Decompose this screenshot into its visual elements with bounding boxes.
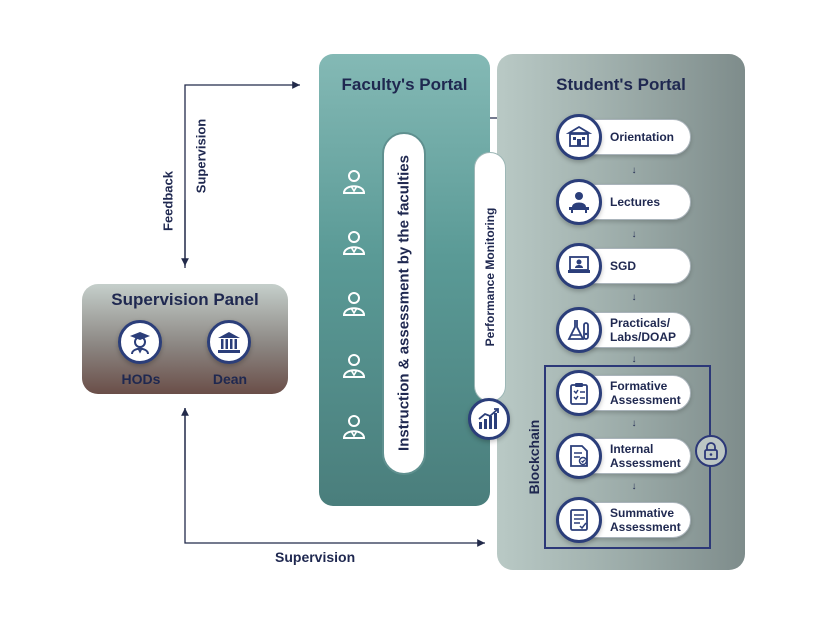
step-sgd-label: SGD (610, 259, 637, 273)
lab-flask-icon (567, 320, 589, 340)
dean-label: Dean (212, 371, 248, 387)
group-study-icon (568, 256, 590, 273)
step-orientation-label: Orientation (610, 130, 675, 144)
step-summative-label: Summative Assessment (610, 506, 681, 534)
growth-chart-icon (478, 408, 499, 429)
lock-icon (704, 442, 718, 460)
step-formative-label: Formative Assessment (610, 379, 681, 407)
supervision-panel-title: Supervision Panel (111, 290, 259, 309)
step-practicals-label: Practicals/ Labs/DOAP (610, 316, 677, 344)
document-check-icon (570, 445, 588, 467)
step-sgd-badge (556, 243, 602, 289)
faculty-icon (342, 354, 366, 378)
instruction-pill (382, 132, 426, 475)
graduate-icon (130, 332, 150, 355)
lock-badge (695, 435, 727, 467)
lecture-icon (569, 192, 589, 213)
dean-badge (207, 320, 251, 364)
step-lectures-label: Lectures (610, 195, 661, 209)
step-arrow: ↓ (631, 354, 637, 365)
hods-label: HODs (121, 371, 161, 387)
performance-label: Performance Monitoring (483, 207, 497, 347)
report-icon (570, 509, 588, 531)
step-arrow: ↓ (631, 165, 637, 176)
clipboard-icon (570, 383, 588, 405)
step-arrow: ↓ (631, 481, 637, 492)
supervision-top-label: Supervision (193, 118, 209, 194)
supervision-panel (82, 284, 288, 394)
step-internal-label: Internal Assessment (610, 442, 681, 470)
faculty-icon (342, 292, 366, 316)
instruction-label: Instruction & assessment by the facultie… (395, 155, 413, 451)
student-portal-title: Student's Portal (556, 75, 686, 94)
faculty-icon (342, 231, 366, 255)
feedback-label: Feedback (160, 171, 176, 231)
faculty-icon (342, 170, 366, 194)
hods-badge (118, 320, 162, 364)
building-icon (566, 125, 592, 147)
faculty-icon (342, 415, 366, 439)
blockchain-label: Blockchain (526, 419, 542, 495)
institution-icon (218, 332, 240, 353)
step-orientation-badge (556, 114, 602, 160)
step-practicals-badge (556, 307, 602, 353)
step-arrow: ↓ (631, 418, 637, 429)
step-summative-badge (556, 497, 602, 543)
step-arrow: ↓ (631, 229, 637, 240)
supervision-bottom-label: Supervision (275, 549, 356, 565)
faculty-portal-title: Faculty's Portal (341, 75, 468, 94)
step-internal-badge (556, 433, 602, 479)
step-lectures-badge (556, 179, 602, 225)
step-arrow: ↓ (631, 292, 637, 303)
performance-badge (468, 398, 510, 440)
step-formative-badge (556, 370, 602, 416)
